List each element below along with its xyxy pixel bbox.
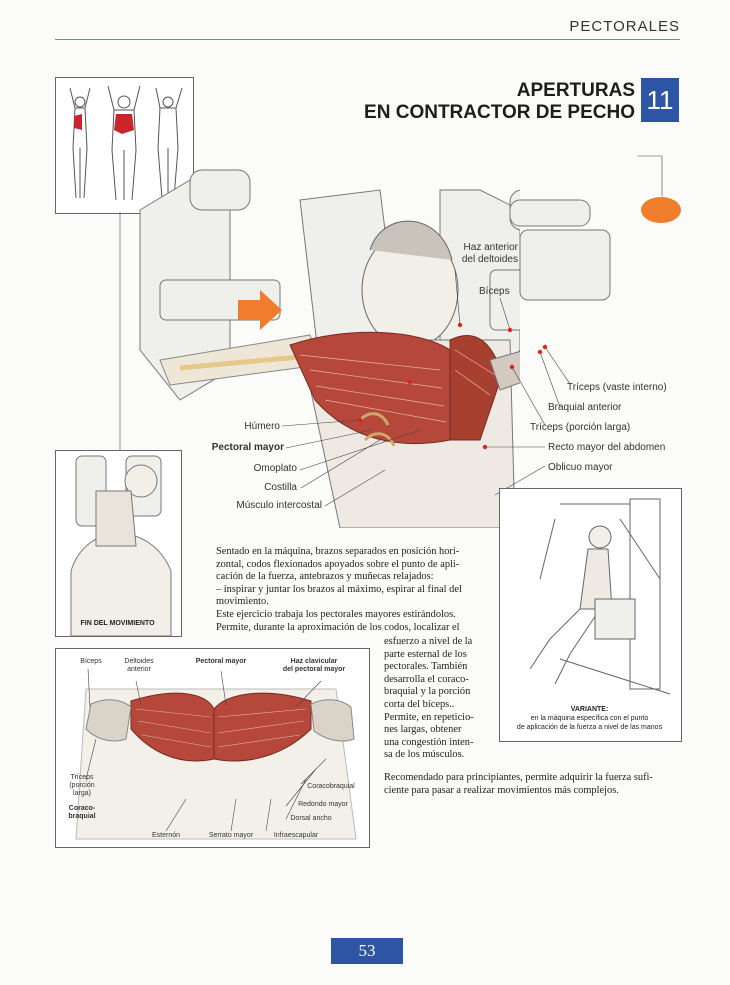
variant-machine-drawing — [529, 498, 671, 695]
section-name: PECTORALES — [569, 18, 680, 35]
label-humero: Húmero — [244, 421, 280, 432]
detail-label-coraco-1: Coraco- — [68, 805, 96, 812]
exercise-title: APERTURAS EN CONTRACTOR DE PECHO — [330, 80, 635, 124]
push-arrow-left — [238, 290, 282, 330]
label-haz-anterior-1: Haz anterior — [463, 242, 518, 253]
label-triceps-vaste: Tríceps (vaste interno) — [567, 382, 667, 393]
end-movement-illustration — [55, 450, 182, 637]
detail-label-coraco-2: braquial — [68, 813, 96, 820]
label-omoplato: Omoplato — [253, 463, 297, 474]
title-line-1: APERTURAS — [516, 80, 635, 101]
detail-label-deltoides-1: Deltoides — [124, 658, 154, 665]
instructions-paragraph-1: Sentado en la máquina, brazos separados … — [216, 546, 462, 633]
detail-label-dorsal: Dorsal ancho — [290, 815, 332, 822]
label-musculo-intercostal: Músculo intercostal — [236, 500, 322, 511]
anatomy-mini-icon — [69, 85, 183, 201]
variant-illustration — [499, 488, 682, 742]
label-haz-anterior-2: del deltoides — [461, 254, 518, 265]
instructions-paragraph-3: Recomendado para principiantes, permite … — [384, 772, 653, 796]
detail-label-redondo: Redondo mayor — [298, 801, 348, 808]
detail-label-haz-2: del pectoral mayor — [282, 666, 346, 673]
variant-line-1: en la máquina específica con el punto — [530, 715, 649, 722]
detail-label-deltoides-2: anterior — [127, 666, 151, 673]
label-oblicuo-mayor: Oblicuo mayor — [548, 462, 613, 473]
right-machine-handle — [509, 199, 611, 301]
header-rule — [55, 39, 680, 40]
detail-label-haz-1: Haz clavicular — [290, 658, 338, 665]
detail-label-serrato: Serrato mayor — [208, 832, 254, 839]
section-tab-marker — [641, 197, 681, 223]
detail-label-esternon: Esternón — [151, 832, 181, 839]
label-biceps: Bíceps — [479, 286, 510, 297]
detail-label-triceps-1: Tríceps — [70, 774, 94, 781]
detail-label-triceps-3: larga) — [73, 790, 91, 797]
label-triceps-porcion: Tríceps (porción larga) — [530, 422, 631, 433]
pectoral-detail-illustration: Bíceps Deltoides anterior Pectoral mayor… — [55, 648, 370, 848]
label-costilla: Costilla — [264, 482, 297, 493]
detail-label-pectoral: Pectoral mayor — [195, 658, 247, 665]
end-movement-caption: FIN DEL MOVIMIENTO — [80, 620, 155, 627]
variant-caption: VARIANTE: en la máquina específica con e… — [499, 705, 680, 732]
exercise-number-badge: 11 — [641, 78, 679, 122]
detail-label-triceps-2: (porción — [69, 782, 95, 789]
pectoral-detail-drawing — [75, 668, 357, 840]
detail-label-infraescapular: Infraescapular — [273, 832, 319, 839]
instructions-paragraph-2: esfuerzo a nivel de la parte esternal de… — [384, 636, 474, 761]
detail-label-biceps: Bíceps — [80, 658, 102, 665]
variant-title: VARIANTE: — [570, 706, 609, 713]
label-braquial-anterior: Braquial anterior — [548, 402, 622, 413]
label-pectoral-mayor: Pectoral mayor — [211, 442, 284, 453]
title-line-2: EN CONTRACTOR DE PECHO — [364, 102, 635, 123]
badge-connector — [638, 155, 663, 196]
page-number: 53 — [331, 938, 403, 964]
label-recto-mayor: Recto mayor del abdomen — [548, 442, 666, 453]
end-movement-drawing — [70, 455, 172, 637]
detail-label-coracobraquial: Coracobraquial — [307, 783, 355, 790]
variant-line-2: de aplicación de la fuerza a nivel de la… — [516, 724, 663, 731]
